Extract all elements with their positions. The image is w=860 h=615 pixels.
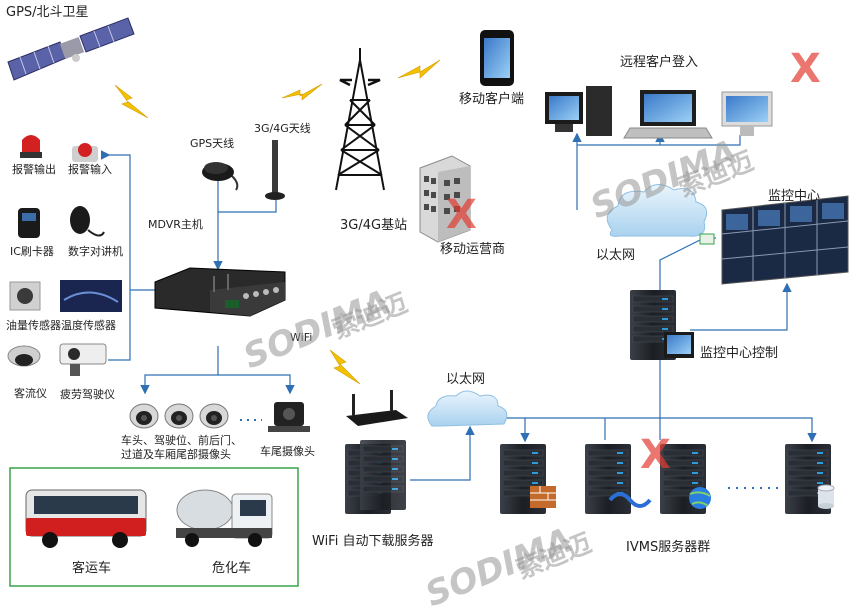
mobile-client-label: 移动客户端 — [459, 92, 525, 107]
monitor-control-label: 监控中心控制 — [700, 346, 779, 361]
vehicle-group-frame — [9, 467, 299, 587]
fatigue-meter-label: 疲劳驾驶仪 — [60, 388, 115, 401]
network-cable-icon — [608, 492, 652, 508]
system-topology-diagram: GPS/北斗卫星 GPS天线 3G/4G天线 MDVR主机 3G/4G基站 移动… — [6, 5, 849, 615]
firewall-icon — [530, 486, 556, 508]
alarm-button-icon — [72, 143, 98, 162]
laptop-icon — [623, 90, 713, 139]
intercom-icon — [70, 206, 105, 237]
bus-icon — [25, 489, 147, 548]
alarm-light-icon — [20, 135, 42, 158]
database-icon — [817, 484, 835, 509]
dome-camera-icon — [199, 403, 229, 429]
hazmat-truck-label: 危化车 — [212, 561, 252, 576]
fuel-sensor-icon — [9, 281, 41, 311]
ethernet-top-label: 以太网 — [596, 248, 636, 263]
cellular-antenna-icon — [265, 140, 285, 200]
bus-label: 客运车 — [72, 561, 112, 576]
switch-icon — [699, 233, 715, 245]
wifi-router-icon — [346, 390, 408, 426]
alarm-output-label: 报警输出 — [12, 163, 56, 176]
ethernet-cloud-icon — [606, 184, 708, 237]
wireless-signals — [114, 59, 441, 385]
dome-camera-icon — [129, 403, 159, 429]
intercom-label: 数字对讲机 — [68, 245, 123, 258]
all-in-one-pc-icon — [721, 91, 773, 136]
satellite-icon — [7, 17, 135, 81]
ivms-server-icon — [584, 443, 632, 515]
hazmat-truck-icon — [176, 489, 273, 547]
ethernet-cloud-icon — [427, 390, 508, 427]
cell-tower-icon — [335, 48, 385, 191]
diagram-canvas — [7, 17, 849, 587]
monitor-center-label: 监控中心 — [768, 189, 821, 204]
ethernet-mid-label: 以太网 — [446, 372, 486, 387]
wifi-label: WiFi — [290, 331, 313, 344]
ic-card-reader-icon — [18, 208, 40, 238]
globe-icon — [689, 487, 711, 509]
passenger-counter-icon — [7, 345, 41, 367]
oil-temp-sensor-label: 油量传感器温度传感器 — [6, 319, 116, 332]
antenna-3g4g-label: 3G/4G天线 — [254, 122, 311, 135]
desktop-pc-icon — [545, 86, 612, 136]
wifi-server-icon — [344, 439, 407, 515]
alarm-input-label: 报警输入 — [68, 163, 112, 176]
rear-camera-icon — [268, 402, 310, 432]
mdvr-host-icon — [154, 267, 286, 317]
ic-card-label: IC刷卡器 — [10, 245, 54, 258]
video-wall-icon — [721, 195, 849, 285]
operator-building-icon — [419, 155, 471, 243]
mobile-operator-label: 移动运营商 — [440, 242, 506, 257]
passenger-counter-label: 客流仪 — [14, 387, 47, 400]
remote-login-label: 远程客户登入 — [620, 55, 699, 70]
smartphone-icon — [480, 30, 514, 86]
dome-camera-icon — [164, 403, 194, 429]
ivms-cluster-label: IVMS服务器群 — [626, 540, 711, 555]
gps-antenna-label: GPS天线 — [190, 137, 235, 150]
rear-camera-label: 车尾摄像头 — [260, 445, 315, 458]
wifi-server-label: WiFi 自动下载服务器 — [312, 534, 434, 549]
cameras-label-line1: 车头、驾驶位、前后门、 — [121, 434, 242, 447]
satellite-label: GPS/北斗卫星 — [6, 5, 89, 20]
base-station-label: 3G/4G基站 — [340, 218, 408, 233]
mdvr-host-label: MDVR主机 — [148, 218, 203, 231]
control-server-icon — [629, 289, 694, 361]
temperature-sensor-icon — [60, 280, 122, 312]
cameras-label-line2: 过道及车厢尾部摄像头 — [121, 448, 231, 461]
gps-antenna-icon — [202, 162, 239, 191]
connection-lines — [100, 132, 817, 481]
fatigue-meter-icon — [59, 343, 107, 376]
